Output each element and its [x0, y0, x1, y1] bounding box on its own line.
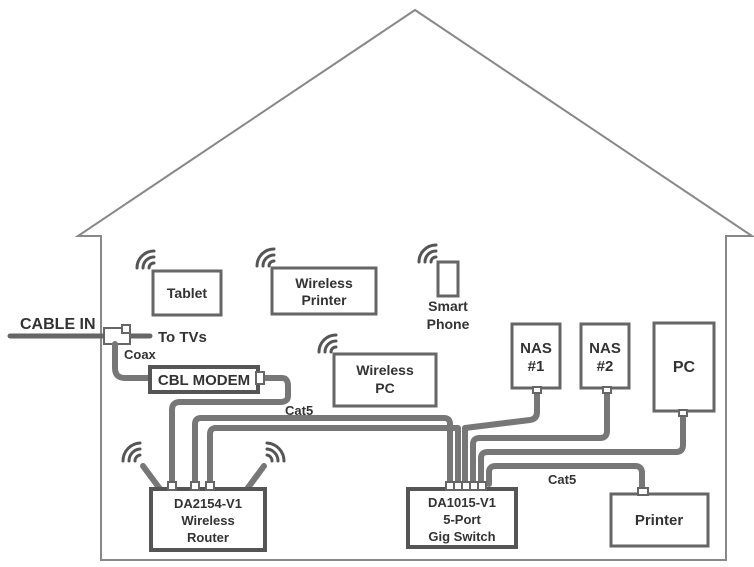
- pc-port: [678, 409, 688, 417]
- wifi-signal-icon: [135, 249, 156, 270]
- wireless-printer-label-1: Wireless: [295, 275, 353, 291]
- switch-ports: [445, 481, 487, 491]
- gig-switch: [406, 487, 518, 549]
- nas1-label-2: #1: [528, 358, 545, 375]
- cable-modem-label: CBL MODEM: [158, 372, 250, 389]
- tablet-label: Tablet: [167, 285, 208, 301]
- cat5-router-to-switch: [192, 415, 453, 487]
- router-label-3: Router: [187, 530, 229, 545]
- nas2-label-2: #2: [597, 358, 614, 375]
- wireless-printer-label-2: Printer: [301, 292, 347, 308]
- nas2-label-1: NAS: [589, 340, 621, 357]
- wifi-signal-icon: [417, 243, 438, 264]
- wireless-pc-device: [332, 352, 438, 408]
- router-label-2: Wireless: [181, 513, 234, 528]
- pc-device: [652, 321, 716, 413]
- smart-phone-label-1: Smart: [428, 298, 468, 314]
- nas1-port: [532, 386, 542, 394]
- cat5-modem-label: Cat5: [285, 403, 313, 418]
- printer-port: [637, 487, 649, 496]
- wifi-signal-icon: [317, 333, 338, 354]
- router-antenna-icon: [140, 463, 267, 492]
- cat5-printer-label: Cat5: [548, 472, 576, 487]
- tablet-device: [151, 269, 223, 317]
- nas2-port: [602, 386, 612, 394]
- coax-label: Coax: [124, 347, 157, 362]
- wifi-signal-icon: [255, 247, 276, 268]
- printer-label: Printer: [635, 512, 684, 529]
- switch-label-2: 5-Port: [443, 512, 481, 527]
- cat5-router-to-switch-2: [207, 425, 461, 487]
- smart-phone-device: [436, 260, 460, 298]
- pc-label: PC: [673, 359, 696, 376]
- house-outline: [74, 8, 754, 561]
- cat5-switch-to-nas1: [462, 389, 540, 487]
- nas1-label-1: NAS: [520, 340, 552, 357]
- router-label-1: DA2154-V1: [174, 496, 242, 511]
- cat5-switch-to-nas2: [470, 389, 610, 487]
- switch-label-1: DA1015-V1: [428, 495, 496, 510]
- printer-device: [609, 492, 710, 548]
- cat5-switch-to-pc: [478, 411, 686, 487]
- cat5-modem-to-router: [169, 375, 291, 487]
- cat5-switch-to-printer: [486, 463, 645, 493]
- switch-label-3: Gig Switch: [428, 529, 495, 544]
- wireless-pc-label-2: PC: [375, 380, 394, 396]
- smart-phone-label-2: Phone: [427, 316, 470, 332]
- splitter-port: [121, 324, 131, 334]
- cable-modem: [148, 365, 260, 394]
- wifi-signal-icon: [121, 441, 142, 463]
- to-tvs-label: To TVs: [158, 329, 207, 346]
- wireless-router: [149, 487, 267, 552]
- cable-in-label: CABLE IN: [20, 316, 96, 333]
- nas1-device: [510, 322, 562, 390]
- coax-cable: [112, 341, 153, 381]
- wireless-pc-label-1: Wireless: [356, 362, 414, 378]
- modem-port: [255, 371, 265, 385]
- router-ports: [167, 481, 215, 491]
- wifi-signal-icon: [265, 441, 286, 463]
- wireless-printer-device: [270, 266, 378, 316]
